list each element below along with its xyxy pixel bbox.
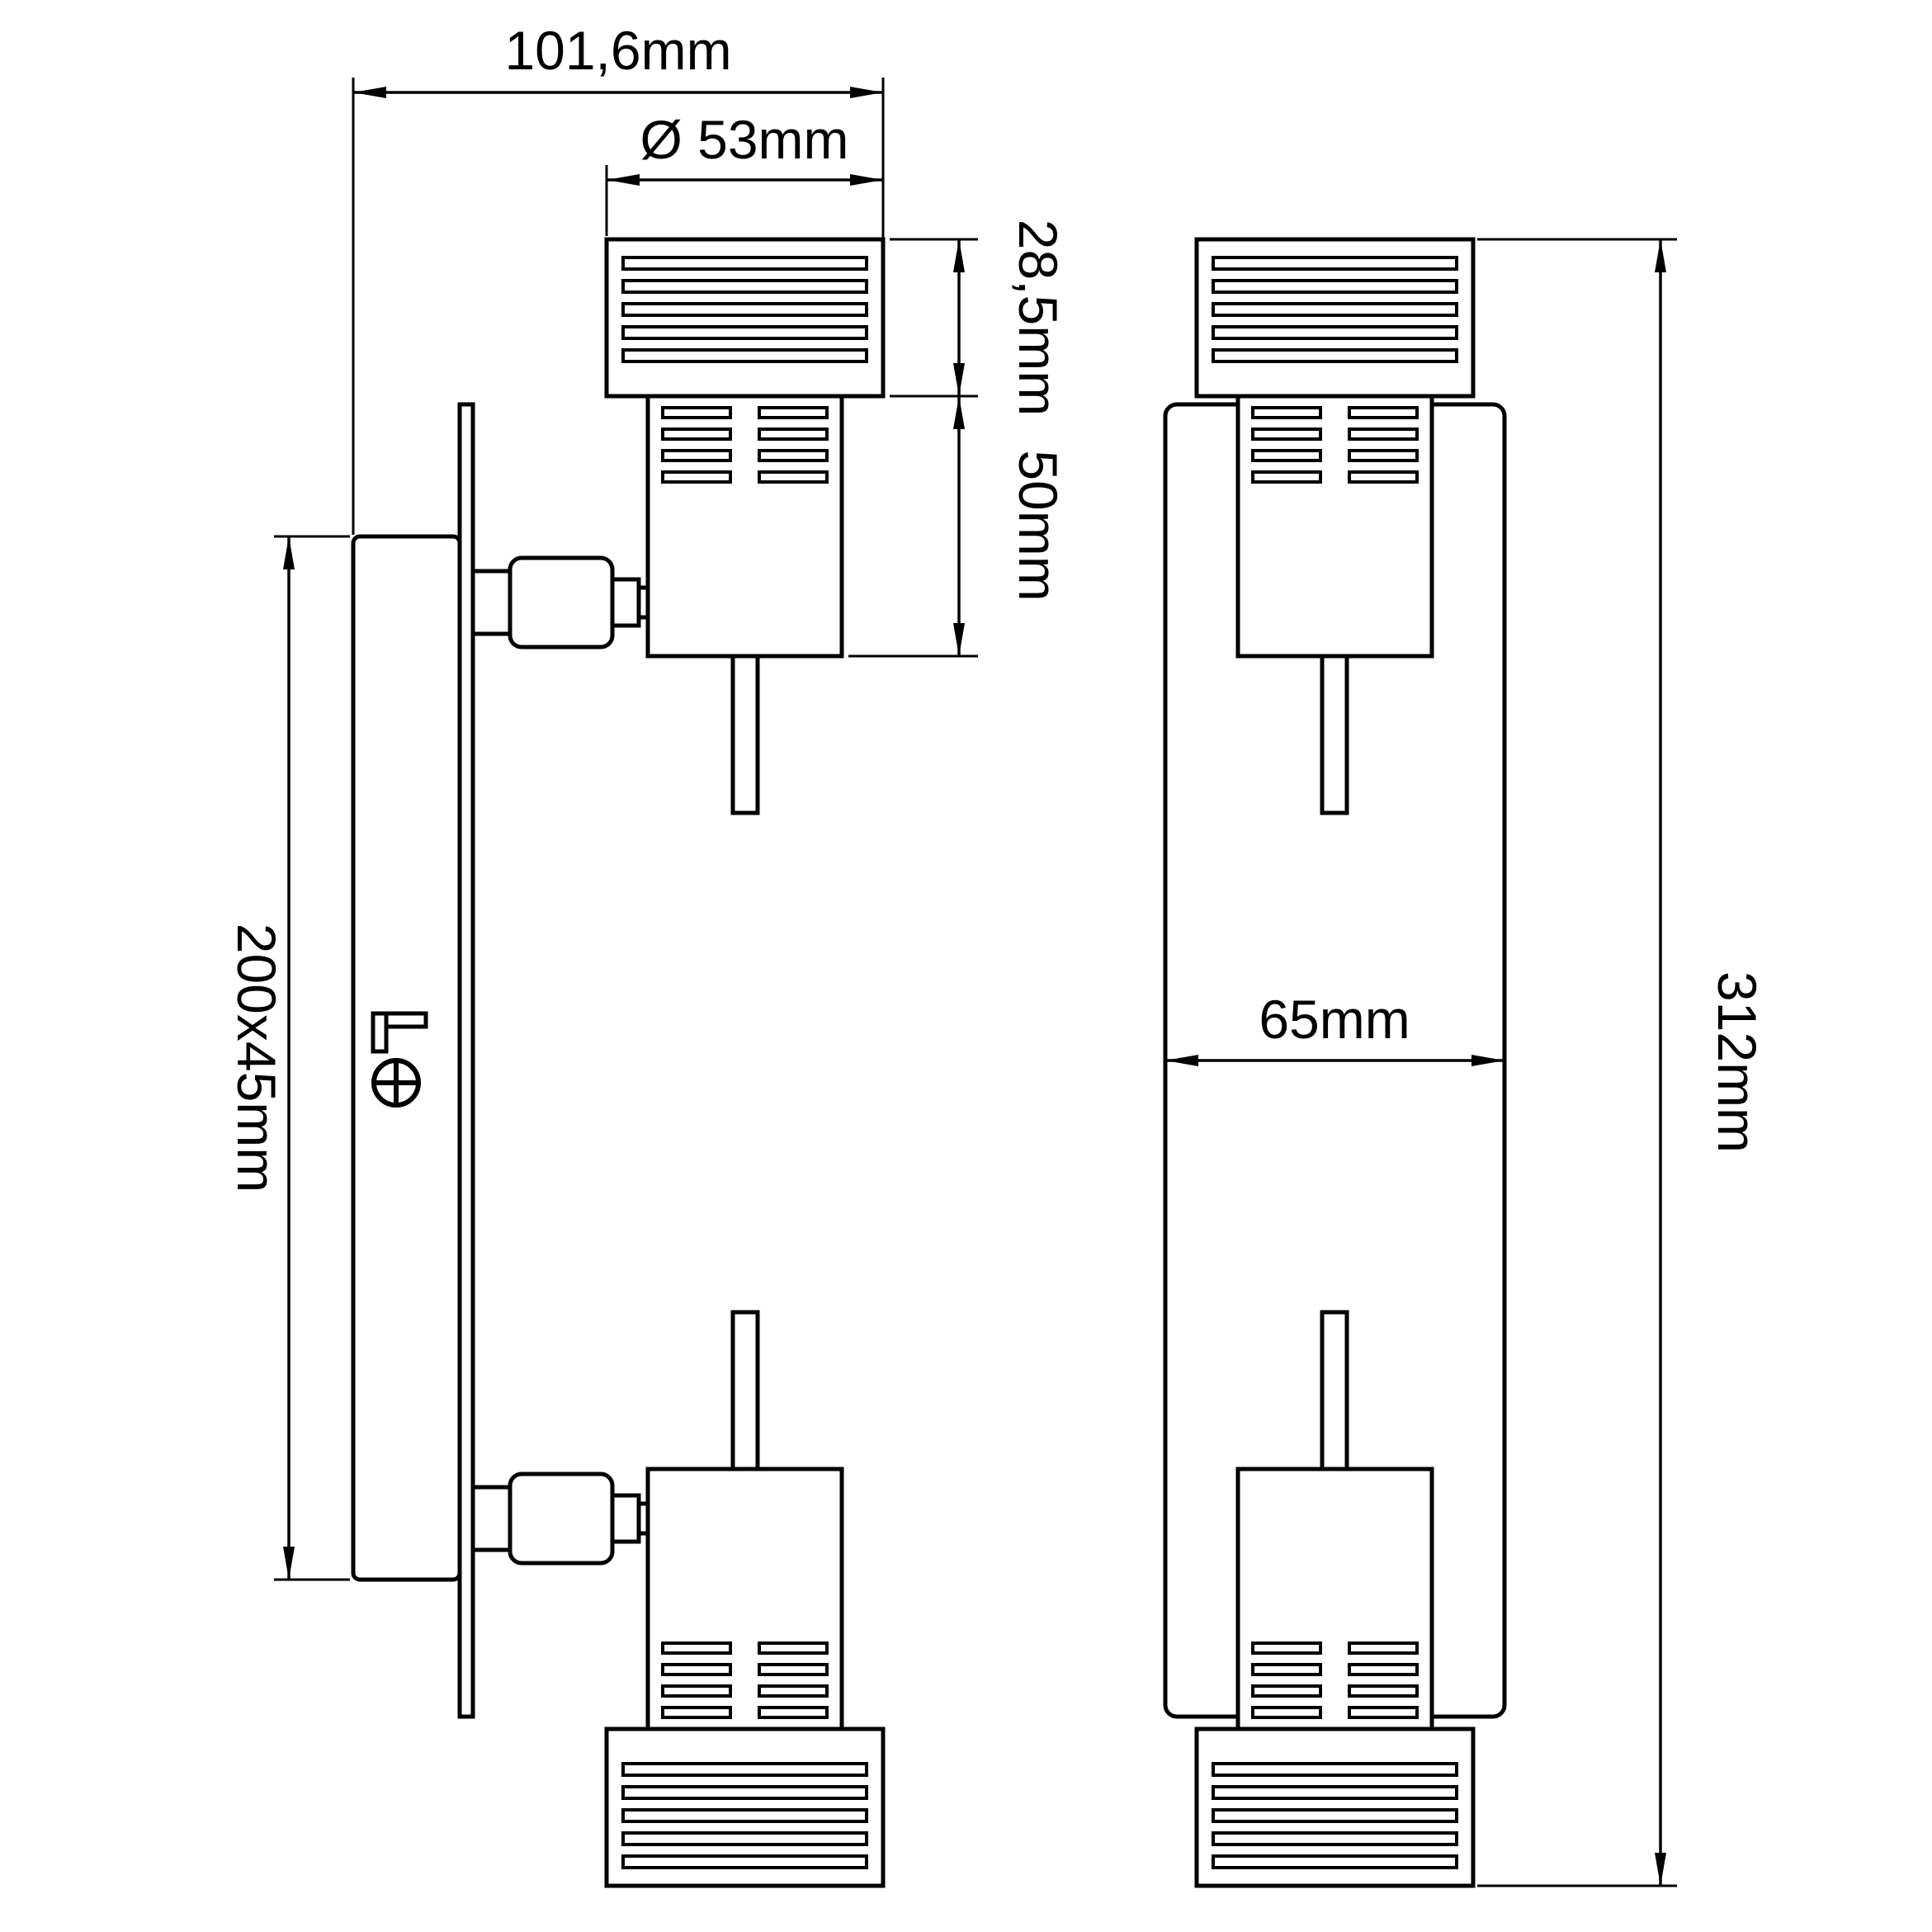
spot-body	[1238, 1469, 1432, 1729]
spot-body	[648, 396, 842, 656]
spot-cap	[607, 239, 883, 396]
dim-label-head-height: 28,5mm	[1008, 220, 1069, 416]
spot-body	[1238, 396, 1432, 656]
dim-overall-depth: 101,6mm	[352, 20, 885, 535]
spotlight-bottom-front	[1197, 1310, 1473, 1886]
swivel-arm-top	[470, 555, 653, 650]
dim-label-front-width: 65mm	[1259, 989, 1410, 1050]
spot-stem	[1320, 654, 1349, 815]
screw-icon	[371, 1058, 421, 1108]
spot-stem	[730, 1310, 760, 1471]
dim-label-overall-height: 312mm	[1707, 971, 1768, 1153]
dim-backplate-size: 200x45mm	[226, 535, 350, 1581]
front-view	[1163, 239, 1507, 1886]
spot-cap	[1197, 239, 1473, 396]
dim-label-backplate-size: 200x45mm	[226, 923, 287, 1193]
spot-body	[648, 1469, 842, 1729]
spot-stem	[1320, 1310, 1349, 1471]
spot-cap	[607, 1729, 883, 1886]
swivel-arm-bottom	[470, 1471, 653, 1566]
canopy-side	[351, 534, 462, 1582]
side-view	[351, 239, 883, 1886]
dim-front-width: 65mm	[1165, 989, 1505, 1066]
dim-head-diameter: Ø 53mm	[605, 109, 883, 236]
spotlight-top-front	[1197, 239, 1473, 815]
spot-cap	[1197, 1729, 1473, 1886]
spotlight-top-side	[607, 239, 883, 815]
dim-body-height: 50mm	[848, 396, 1069, 658]
dim-head-height: 28,5mm	[890, 220, 1069, 416]
dim-label-head-diameter: Ø 53mm	[640, 109, 848, 170]
spot-stem	[730, 654, 760, 815]
mounting-hook-icon	[371, 1011, 428, 1054]
dim-label-body-height: 50mm	[1008, 450, 1069, 601]
dim-overall-height: 312mm	[1477, 238, 1768, 1887]
dim-label-overall-depth: 101,6mm	[504, 20, 731, 81]
spotlight-bottom-side	[607, 1310, 883, 1886]
